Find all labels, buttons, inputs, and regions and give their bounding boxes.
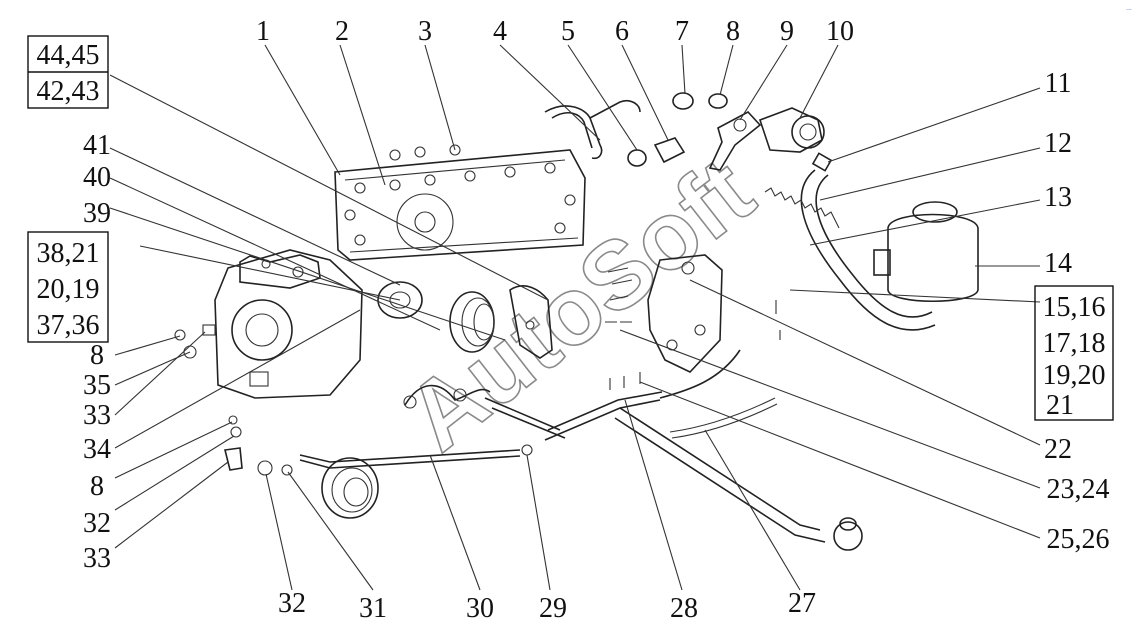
pulley-part	[377, 281, 423, 319]
callout-8-top: 8	[726, 16, 740, 47]
pump-housing-part	[214, 249, 363, 399]
callout-29: 29	[539, 593, 567, 624]
callout-33-left: 33	[83, 400, 111, 431]
callout-32-bottom: 32	[278, 588, 306, 619]
return-hose-part	[800, 169, 936, 331]
callout-3: 3	[418, 16, 432, 47]
callout-31: 31	[359, 593, 387, 624]
bolt-group-part	[389, 144, 461, 161]
leader-lines	[109, 44, 1041, 591]
hose-part	[659, 349, 741, 399]
callout-14: 14	[1044, 248, 1072, 279]
callout-41: 41	[83, 130, 111, 161]
boxed-38-21: 38,21	[37, 238, 100, 269]
callout-5: 5	[561, 16, 575, 47]
boxed-19-20: 19,20	[1043, 360, 1106, 391]
spring-part	[764, 187, 840, 229]
boxed-callout-mid-left: 38,21 20,19 37,36	[27, 231, 109, 343]
bent-pipe-part	[544, 99, 641, 160]
callout-10: 10	[826, 16, 854, 47]
callout-4: 4	[493, 16, 507, 47]
watermark: AutoSoft	[387, 138, 772, 472]
callout-40: 40	[83, 162, 111, 193]
tie-rod-part	[484, 391, 863, 551]
callout-32-left: 32	[83, 508, 111, 539]
callout-6: 6	[615, 16, 629, 47]
callout-33-bottom: 33	[83, 543, 111, 574]
callout-2: 2	[335, 16, 349, 47]
callout-22: 22	[1044, 434, 1072, 465]
boxed-44-45: 44,45	[37, 40, 100, 71]
boxed-21: 21	[1046, 390, 1074, 421]
callout-30: 30	[466, 593, 494, 624]
callout-39: 39	[83, 198, 111, 229]
callout-12: 12	[1044, 128, 1072, 159]
boxed-42-43: 42,43	[37, 76, 100, 107]
callout-11: 11	[1045, 68, 1072, 99]
callout-8-left-lower: 8	[90, 471, 104, 502]
callout-8-left-upper: 8	[90, 340, 104, 371]
callout-27: 27	[788, 588, 816, 619]
clamp-part	[811, 152, 833, 172]
boxed-37-36: 37,36	[37, 310, 100, 341]
spring-chain-part	[669, 397, 776, 433]
boxed-callout-top-left: 44,45 42,43	[27, 35, 109, 109]
callout-25-26: 25,26	[1047, 524, 1110, 555]
lever-part	[403, 384, 491, 409]
callout-34: 34	[83, 434, 111, 465]
cover-plate-part	[334, 149, 586, 261]
boxed-callout-right: 15,16 17,18 19,20 21	[1034, 285, 1114, 421]
boxed-17-18: 17,18	[1043, 328, 1106, 359]
callout-numbers: 1 2 3 4 5 6 7 8 9 10 11 12 13 14 22 23,2…	[83, 16, 1110, 624]
bracket-part	[647, 254, 723, 373]
wound-spring-part	[299, 444, 533, 519]
callout-28: 28	[670, 593, 698, 624]
callout-1: 1	[256, 16, 270, 47]
callout-23-24: 23,24	[1047, 474, 1110, 505]
boxed-20-19: 20,19	[37, 274, 100, 305]
boxed-15-16: 15,16	[1043, 292, 1106, 323]
valve-part	[758, 107, 825, 153]
plate-part	[509, 285, 553, 359]
reservoir-part	[873, 201, 979, 302]
callout-7: 7	[675, 16, 689, 47]
callout-9: 9	[780, 16, 794, 47]
small-fittings-part	[174, 324, 293, 476]
bolts-part	[605, 267, 781, 390]
banjo-fitting-part	[653, 137, 686, 164]
corner-mark: ...	[1126, 5, 1132, 12]
callout-35: 35	[83, 370, 111, 401]
callout-13: 13	[1044, 182, 1072, 213]
